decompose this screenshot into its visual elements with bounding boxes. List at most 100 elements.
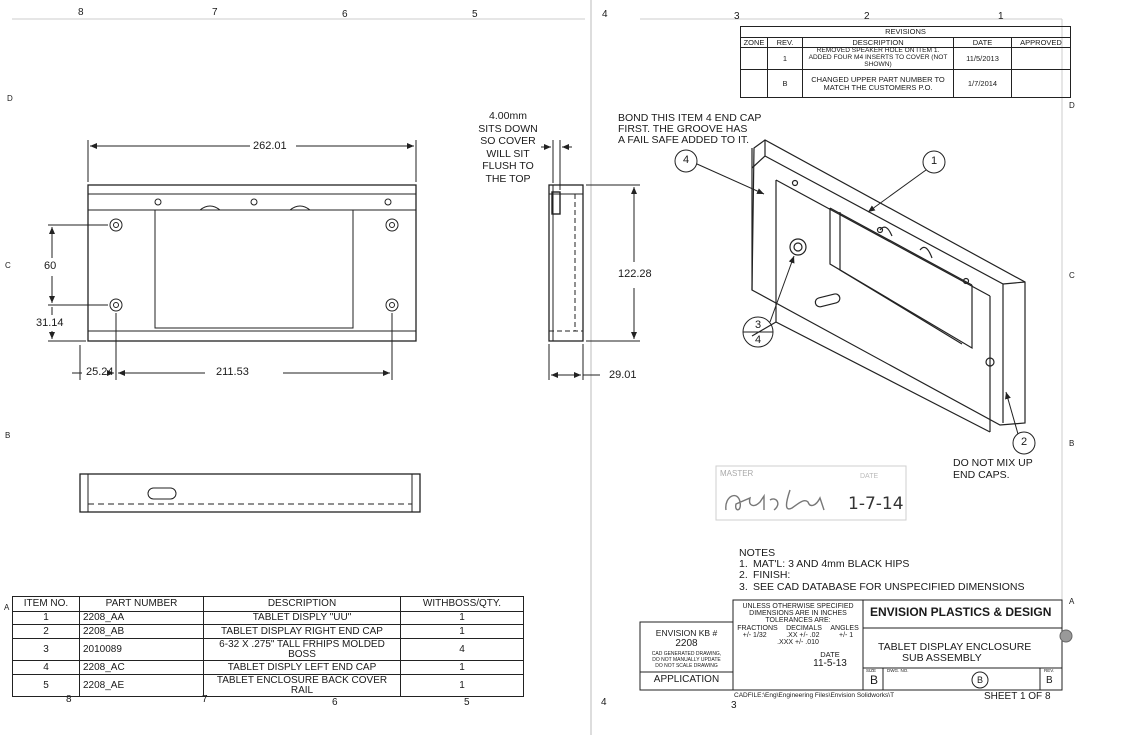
rev-header-rev: REV.	[767, 37, 803, 48]
tol-value: +/- 1/32	[742, 631, 767, 639]
bom-item: 3	[12, 638, 80, 661]
bom-row: 3 2010089 6-32 X .275" TALL FRHIPS MOLDE…	[12, 638, 524, 661]
side-callout-line: THE TOP	[485, 172, 531, 185]
size-value: B	[870, 673, 879, 687]
zone-bottom-5: 5	[464, 697, 470, 708]
title-line-2: SUB ASSEMBLY	[902, 652, 982, 664]
rev-value: B	[1046, 675, 1053, 686]
title-block-frame	[639, 599, 1073, 691]
revision-row: 1 REMOVED SPEAKER HOLE ON ITEM 1. ADDED …	[740, 47, 1071, 70]
bom-part: 2208_AC	[79, 660, 204, 675]
company-name: ENVISION PLASTICS & DESIGN	[870, 605, 1052, 619]
bom-row: 4 2208_AC TABLET DISPLY LEFT END CAP 1	[12, 660, 524, 675]
rev-header-date: DATE	[953, 37, 1012, 48]
note-text: MAT'L: 3 AND 4mm BLACK HIPS	[753, 558, 910, 571]
rev-label: REV.	[1044, 668, 1055, 673]
bom-qty: 4	[400, 638, 524, 661]
size-label: SIZE	[866, 668, 877, 673]
kb-value: 2208	[675, 638, 698, 649]
side-callout-line: WILL SIT	[486, 147, 530, 160]
rev-header-description: DESCRIPTION	[802, 37, 954, 48]
zone-bottom-7: 7	[202, 694, 208, 705]
note-number: 3.	[739, 580, 748, 593]
side-callout-line: 4.00mm	[489, 110, 527, 122]
notes-title: NOTES	[739, 547, 776, 559]
date-label: DATE	[820, 650, 840, 659]
zone-left-b: B	[5, 431, 11, 440]
side-callout-line: SITS DOWN	[478, 122, 538, 135]
rev-number: 1	[767, 47, 803, 70]
zone-top-1: 1	[998, 11, 1004, 22]
balloon-3: 3	[754, 319, 762, 331]
bom-part: 2208_AA	[79, 611, 204, 625]
note-number: 2.	[739, 569, 748, 582]
bom-item: 5	[12, 674, 80, 697]
title-line-1: TABLET DISPLAY ENCLOSURE	[878, 641, 1032, 653]
bom-desc: TABLET DISPLY "UU"	[203, 611, 401, 625]
bom-qty: 1	[400, 674, 524, 697]
zone-top-4: 4	[602, 9, 608, 20]
bond-callout: BOND THIS ITEM 4 END CAP FIRST. THE GROO…	[618, 113, 761, 146]
bottom-view	[79, 473, 421, 513]
bond-callout-line: BOND THIS ITEM 4 END CAP	[618, 112, 762, 124]
stamp-date: 1-7-14	[848, 494, 904, 514]
zone-right-d: D	[1069, 101, 1075, 110]
stamp-master-label: MASTER	[720, 469, 754, 478]
tol-header: ANGLES	[830, 624, 859, 632]
cad-note-line: CAD GENERATED DRAWING,	[651, 651, 722, 657]
mix-callout-line: DO NOT MIX UP	[953, 457, 1033, 469]
dim-overall-height: 122.28	[618, 268, 652, 280]
bom-part: 2208_AB	[79, 624, 204, 639]
cad-note-line: DO NOT MANUALLY UPDATE	[652, 657, 721, 663]
zone-right-a: A	[1069, 597, 1075, 606]
rev-approved	[1011, 47, 1071, 70]
rev-approved	[1011, 69, 1071, 98]
bom-item: 4	[12, 660, 80, 675]
rev-date: 1/7/2014	[953, 69, 1012, 98]
zone-top-7: 7	[212, 7, 218, 18]
rev-header-zone: ZONE	[740, 37, 768, 48]
bom-part: 2010089	[79, 638, 204, 661]
stamp-date-label: DATE	[860, 473, 879, 480]
kb-label: ENVISION KB #	[655, 628, 718, 638]
dwg-no-label: DWG. NO.	[887, 668, 909, 673]
bom-item: 1	[12, 611, 80, 625]
zone-right-c: C	[1069, 271, 1075, 280]
note-number: 1.	[739, 558, 748, 571]
tol-value: +/- 1	[839, 631, 854, 639]
bom-item: 2	[12, 624, 80, 639]
zone-top-5: 5	[472, 9, 478, 20]
notes-block: NOTES 1. MAT'L: 3 AND 4mm BLACK HIPS 2. FI…	[739, 547, 1025, 593]
zone-left-c: C	[5, 261, 11, 270]
sheet-number: SHEET 1 OF 8	[984, 691, 1051, 702]
rev-description: REMOVED SPEAKER HOLE ON ITEM 1. ADDED FO…	[802, 47, 954, 70]
bom-qty: 1	[400, 624, 524, 639]
mix-callout-line: END CAPS.	[953, 468, 1010, 481]
zone-left-a: A	[4, 603, 10, 612]
bom-desc: 6-32 X .275" TALL FRHIPS MOLDED BOSS	[203, 638, 401, 661]
balloons	[674, 149, 1036, 455]
bom-qty: 1	[400, 611, 524, 625]
side-view	[541, 140, 640, 380]
zone-left-d: D	[7, 94, 13, 103]
tol-value: .XX +/- .02	[786, 631, 820, 639]
application-label: APPLICATION	[653, 674, 720, 685]
note-item: 2. FINISH:	[739, 570, 1025, 581]
dim-edge-to-hole-vertical: 31.14	[36, 317, 64, 329]
zone-top-6: 6	[342, 9, 348, 20]
note-text: SEE CAD DATABASE FOR UNSPECIFIED DIMENSI…	[753, 580, 1025, 593]
side-callout-line: SO COVER	[480, 135, 536, 148]
balloon-4: 4	[682, 154, 690, 166]
revisions-table: REVISIONS ZONE REV. DESCRIPTION DATE APP…	[740, 26, 1071, 98]
bom-header-item: ITEM NO.	[12, 596, 80, 612]
dim-overall-width: 262.01	[253, 140, 287, 152]
rev-date: 11/5/2013	[953, 47, 1012, 70]
bill-of-materials: ITEM NO. PART NUMBER DESCRIPTION WITHBOS…	[12, 596, 524, 697]
bom-desc: TABLET DISPLY LEFT END CAP	[203, 660, 401, 675]
revision-row: B CHANGED UPPER PART NUMBER TO MATCH THE…	[740, 69, 1071, 98]
zone-bottom-8: 8	[66, 694, 72, 705]
note-text: FINISH:	[753, 569, 791, 582]
bom-header-description: DESCRIPTION	[203, 596, 401, 612]
note-item: 3. SEE CAD DATABASE FOR UNSPECIFIED DIMEN…	[739, 580, 1025, 593]
dim-hole-spacing-horizontal: 211.53	[216, 366, 249, 378]
